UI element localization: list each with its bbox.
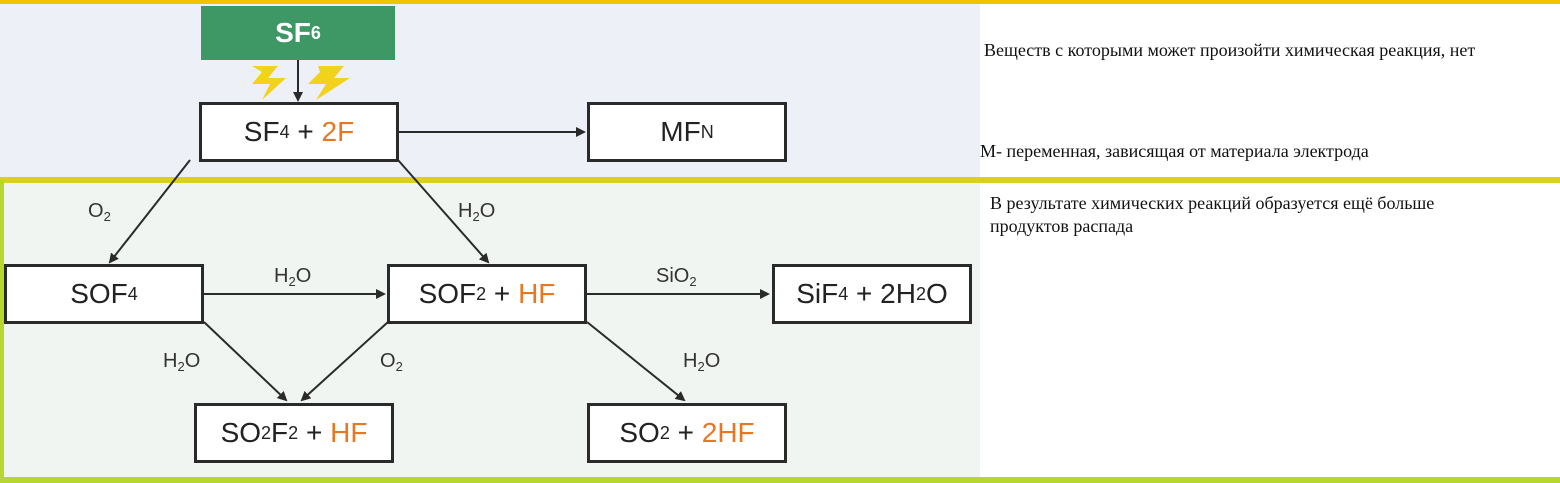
label-text: O [88, 200, 104, 222]
label-subscript: 2 [103, 209, 111, 224]
water-subscript: 2 [915, 283, 926, 304]
sif4-formula: SiF [796, 278, 839, 309]
label-text: H [163, 350, 178, 372]
so2-subscript: 2 [659, 422, 670, 443]
hf-product: HF [330, 417, 368, 448]
sf6-subscript: 6 [310, 22, 321, 43]
label-subscript: 2 [395, 359, 403, 374]
sif4-subscript: 4 [838, 283, 849, 304]
so2f2-subscript-o: 2 [261, 422, 272, 443]
label-subscript: 2 [472, 209, 480, 224]
label-subscript: 2 [689, 274, 697, 289]
so2f2-formula-f: F [271, 417, 289, 448]
arrow-sof4-to-so2f2 [203, 321, 288, 402]
so2f2-formula-s: SO [220, 417, 262, 448]
plus-sign: + [298, 417, 331, 448]
label-o2-so2f2: O2 [380, 350, 403, 374]
label-h2o-sof2: H2O [458, 200, 495, 224]
middle-border-line [0, 177, 1560, 183]
top-panel [0, 0, 980, 178]
left-border-line [0, 180, 4, 483]
hf-product: HF [518, 278, 556, 309]
label-h2o-so2: H2O [683, 350, 720, 374]
arrow-sof2-to-so2 [586, 321, 686, 402]
note-m-variable: М- переменная, зависящая от материала эл… [980, 141, 1369, 161]
bottom-panel [0, 178, 980, 478]
label-text: O [479, 200, 496, 222]
arrow-sof2-to-so2f2 [300, 321, 389, 402]
note-more-products-line1: В результате химических реакций образует… [990, 193, 1435, 213]
sof4-subscript: 4 [127, 283, 138, 304]
lightning-left-icon [252, 66, 286, 100]
lightning-right-icon [308, 66, 350, 100]
sof4-formula: SOF [70, 278, 128, 309]
label-subscript: 2 [177, 359, 185, 374]
top-border-line [0, 0, 1560, 4]
note-more-products-line2: продуктов распада [990, 216, 1134, 236]
mfn-subscript: N [700, 121, 714, 142]
label-subscript: 2 [288, 274, 296, 289]
arrow-sf4-to-sof2 [397, 159, 490, 264]
label-h2o-so2f2: H2O [163, 350, 200, 374]
water-oxygen: O [925, 278, 948, 309]
bottom-border-line [0, 477, 1560, 483]
label-sio2: SiO2 [656, 265, 697, 289]
label-subscript: 2 [697, 359, 705, 374]
fluorine-product: 2F [321, 116, 355, 147]
so2-formula: SO [619, 417, 660, 448]
note-no-reactants: Веществ с которыми может произойти химич… [984, 40, 1476, 60]
arrow-sf4-to-sof4 [108, 159, 191, 264]
label-text: O [380, 350, 396, 372]
so2f2-subscript-f: 2 [288, 422, 299, 443]
sf6-formula: SF [275, 17, 311, 48]
sf4-subscript: 4 [279, 121, 290, 142]
plus-sign: + [486, 278, 519, 309]
sof2-formula: SOF [418, 278, 477, 309]
hf-product: 2HF [701, 417, 755, 448]
water-part: + 2H [848, 278, 916, 309]
sof2-subscript: 2 [476, 283, 487, 304]
label-text: SiO [656, 265, 690, 287]
label-text: O [295, 265, 312, 287]
label-text: H [458, 200, 473, 222]
label-text: H [274, 265, 289, 287]
plus-sign: + [289, 116, 322, 147]
sf4-formula: SF [243, 116, 280, 147]
mfn-formula: MF [660, 116, 701, 147]
plus-sign: + [669, 417, 702, 448]
label-h2o-mid: H2O [274, 265, 311, 289]
label-o2-sof4: O2 [88, 200, 111, 224]
label-text: O [184, 350, 201, 372]
label-text: H [683, 350, 698, 372]
label-text: O [704, 350, 721, 372]
